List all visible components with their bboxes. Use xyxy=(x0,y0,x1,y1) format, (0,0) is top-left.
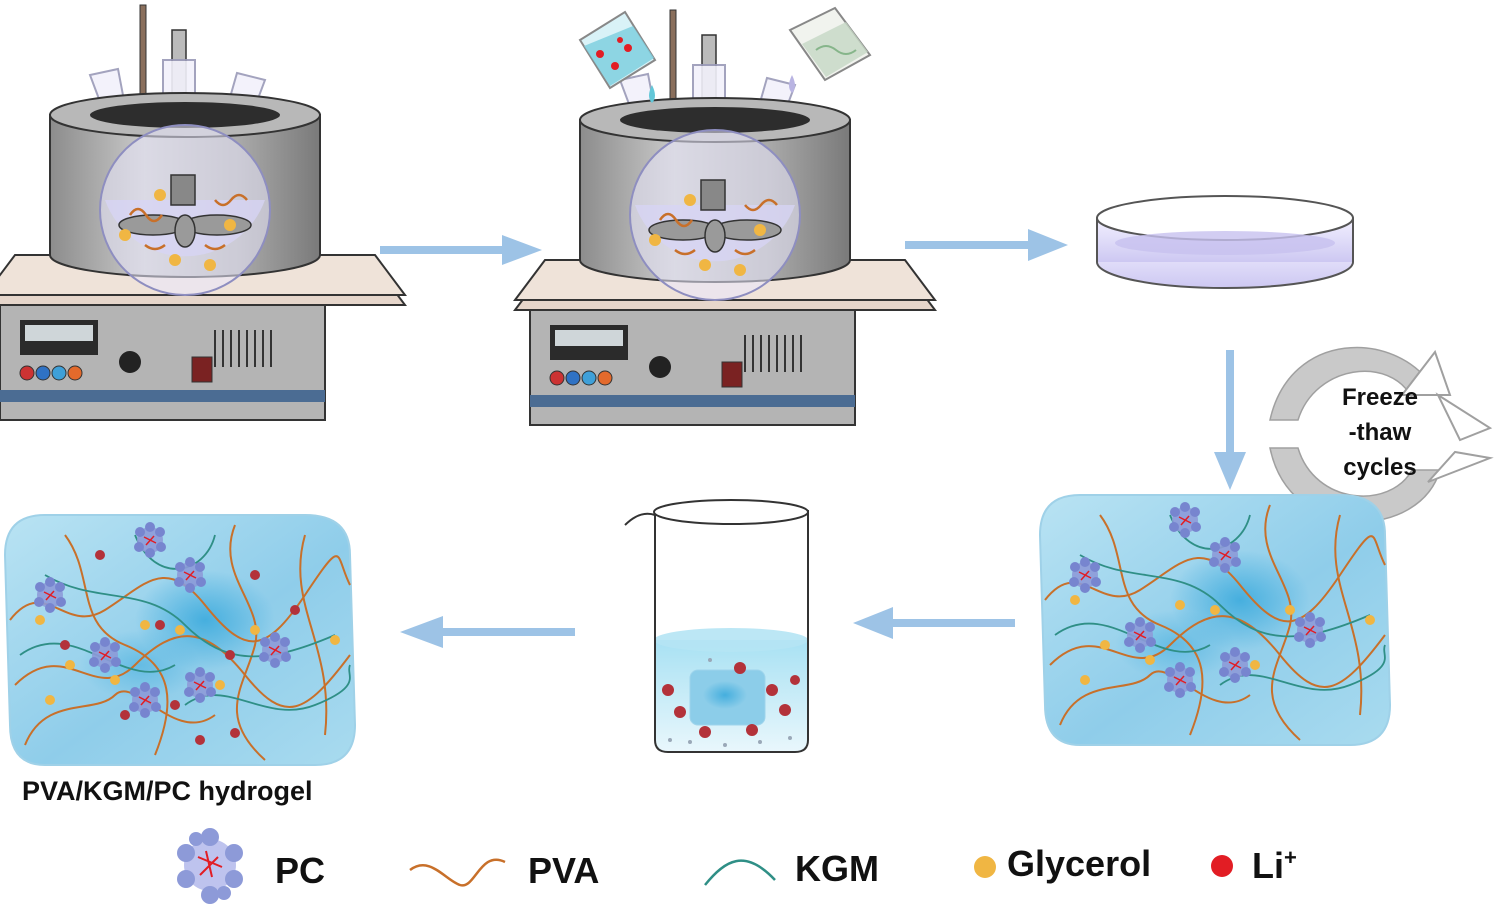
legend-kgm-label: KGM xyxy=(795,848,879,889)
legend-li-label: Li+ xyxy=(1252,845,1297,887)
legend-li-text: Li xyxy=(1252,845,1284,886)
beaker-icon xyxy=(624,499,809,753)
legend-glycerol-icon xyxy=(974,856,996,878)
arrow-right-2 xyxy=(905,229,1068,261)
hydrogel-block-icon xyxy=(1040,495,1390,745)
legend-pva-label: PVA xyxy=(528,850,600,891)
cycle-line-1: Freeze xyxy=(1341,384,1419,411)
legend-pva-icon xyxy=(409,858,506,887)
legend-pc-label: PC xyxy=(275,850,326,891)
arrow-right-1 xyxy=(380,235,542,265)
freeze-thaw-label: Freeze -thaw cycles xyxy=(1310,380,1450,485)
legend-li-icon xyxy=(1211,855,1233,877)
arrow-left-1 xyxy=(853,607,1015,639)
petri-dish-icon xyxy=(1096,195,1354,289)
heating-mantle-icon xyxy=(0,3,407,422)
arrow-left-2 xyxy=(400,616,575,648)
legend-pc-icon xyxy=(177,828,243,904)
pouring-beaker-icon xyxy=(788,6,872,93)
heating-mantle-icon xyxy=(513,8,937,427)
arrow-down xyxy=(1214,350,1246,490)
pouring-beaker-icon xyxy=(578,10,657,103)
legend-kgm-icon xyxy=(704,859,776,886)
cycle-line-3: cycles xyxy=(1343,454,1417,481)
legend-glycerol-label: Glycerol xyxy=(1007,843,1152,884)
cycle-line-2: -thaw xyxy=(1348,419,1412,446)
hydrogel-block-icon xyxy=(5,515,355,765)
legend-li-charge: + xyxy=(1284,845,1297,870)
final-product-label: PVA/KGM/PC hydrogel xyxy=(22,776,313,806)
